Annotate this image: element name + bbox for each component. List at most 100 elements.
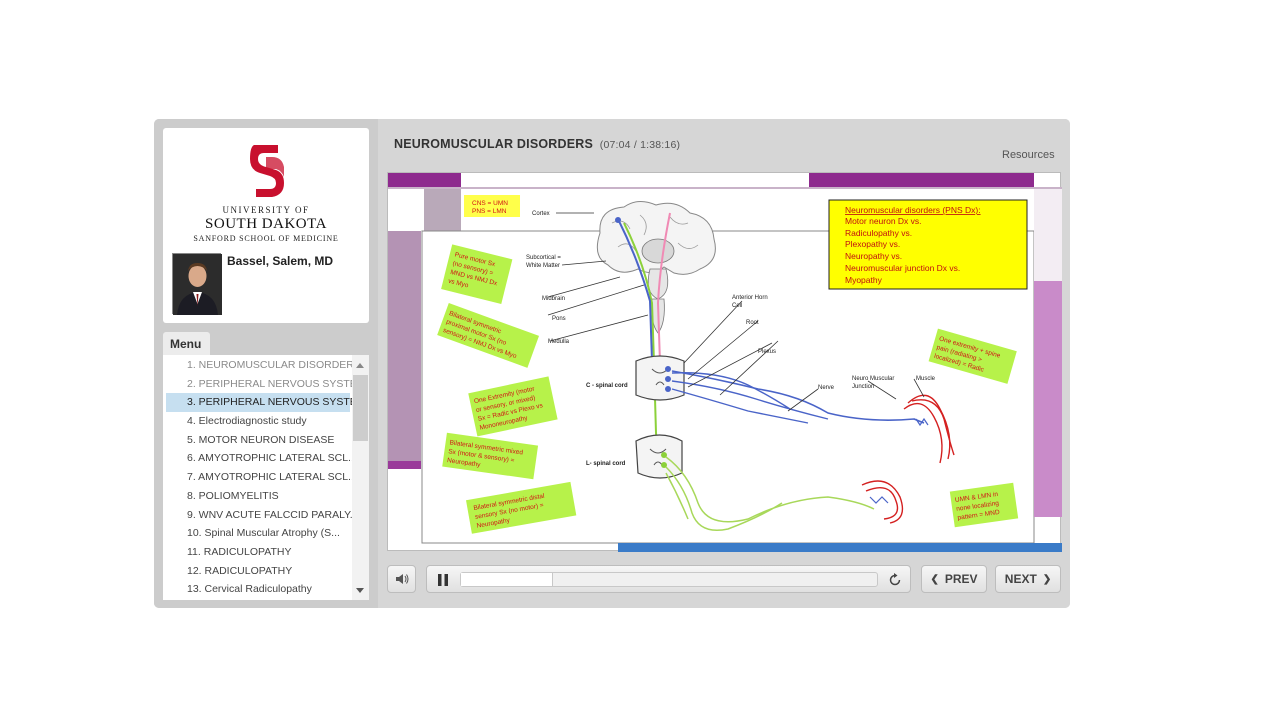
menu-item[interactable]: 11. RADICULOPATHY [187, 545, 292, 558]
speaker-icon [395, 574, 408, 584]
label-nmj-2: Junction [852, 384, 874, 390]
ddx-line-1: Motor neuron Dx vs. [845, 216, 922, 226]
label-subcortical-1: Subcortical = [526, 255, 561, 261]
brain-drawing [596, 201, 716, 334]
scroll-thumb[interactable] [353, 375, 368, 441]
label-nmj-1: Neuro Muscular [852, 376, 894, 382]
prev-label: PREV [944, 572, 978, 586]
note-bilateral-mixed: Bilateral symmetric mixed Sx (motor & se… [442, 432, 539, 480]
leader-lines-left [547, 212, 649, 342]
presenter-photo-icon [173, 254, 222, 315]
upper-nerve [671, 370, 925, 424]
leader-lines-right [683, 300, 779, 396]
presenter-avatar [172, 253, 222, 315]
note-bilateral-mixed-3: Neuropathy [447, 457, 482, 469]
scroll-down-icon[interactable] [356, 588, 364, 593]
menu-scrollbar[interactable] [352, 355, 369, 600]
chevron-right-icon: ❯ [1042, 573, 1052, 585]
ddx-line-5: Neuromuscular junction Dx vs. [845, 263, 960, 273]
menu-item[interactable]: 5. MOTOR NEURON DISEASE [187, 433, 335, 446]
slide-time: (07:04 / 1:38:16) [599, 139, 681, 151]
label-l-cord: L- spinal cord [586, 461, 626, 467]
green-tract [623, 222, 661, 474]
menu-item[interactable]: 13. Cervical Radiculopathy [187, 583, 312, 596]
volume-button[interactable] [387, 565, 416, 593]
frame-bottom-bar [618, 543, 1062, 552]
menu-item[interactable]: 9. WNV ACUTE FALCCID PARALY... [187, 508, 359, 521]
label-medulla: Medulla [548, 339, 570, 345]
note-bilateral-distal: Bilateral symmetric distal sensory Sx (n… [466, 481, 577, 534]
label-anterior-horn-2: Cell [732, 303, 742, 309]
replay-button[interactable] [888, 573, 902, 587]
ddx-line-2: Radiculopathy vs. [845, 228, 912, 238]
frame-right-strip [1034, 281, 1062, 517]
menu-item[interactable]: 3. PERIPHERAL NERVOUS SYSTEM [166, 393, 366, 413]
menu-item[interactable]: 8. POLIOMYELITIS [187, 489, 279, 502]
slide-diagram: Cortex Subcortical = White Matter Midbra… [388, 173, 1062, 552]
label-cortex: Cortex [532, 211, 550, 217]
course-player: UNIVERSITY OF SOUTH DAKOTA SANFORD SCHOO… [154, 119, 1070, 608]
label-plexus: Plexus [758, 349, 776, 355]
label-subcortical-2: White Matter [526, 263, 560, 269]
leader-lines-far [787, 378, 925, 412]
school-name: SANFORD SCHOOL OF MEDICINE [193, 234, 339, 243]
ddx-line-6: Myopathy [845, 275, 883, 285]
frame-left-accent [388, 461, 421, 469]
frame-block [424, 189, 461, 231]
seekbar-group [426, 565, 911, 593]
menu-item[interactable]: 7. AMYOTROPHIC LATERAL SCL... [187, 471, 357, 484]
frame-left-strip [388, 231, 421, 461]
label-anterior-horn-1: Anterior Horn [732, 295, 768, 301]
note-umn-lmn: UMN & LMN in none localizing pattern = M… [949, 482, 1019, 528]
playback-controls: ❮ PREV NEXT ❯ [387, 564, 1062, 596]
seek-bar[interactable] [460, 572, 878, 587]
usd-logo-icon [250, 145, 284, 197]
menu-item[interactable]: 6. AMYOTROPHIC LATERAL SCL... [187, 452, 357, 465]
label-nerve: Nerve [818, 385, 835, 391]
frame-right-block [1034, 189, 1062, 281]
c-spinal-cord [635, 355, 685, 401]
menu-list: 1. NEUROMUSCULAR DISORDERS 2. PERIPHERAL … [163, 355, 369, 600]
menu-item[interactable]: 1. NEUROMUSCULAR DISORDERS [187, 359, 361, 371]
note-cns-pns-1: CNS = UMN [472, 200, 508, 207]
pause-icon [438, 574, 448, 586]
presenter-name: Bassel, Salem, MD [227, 254, 334, 268]
label-muscle: Muscle [916, 376, 936, 382]
replay-icon [889, 573, 901, 586]
menu-item[interactable]: 2. PERIPHERAL NERVOUS SYSTEM [187, 377, 366, 390]
label-root: Root [746, 320, 759, 326]
label-midbrain: Midbrain [542, 296, 565, 302]
l-spinal-cord [635, 434, 683, 479]
note-cns-pns: CNS = UMN PNS = LMN [464, 195, 520, 217]
menu-item[interactable]: 4. Electrodiagnostic study [187, 415, 307, 428]
logo-card: UNIVERSITY OF SOUTH DAKOTA SANFORD SCHOO… [163, 128, 369, 323]
frame-bar-top-right [809, 173, 1034, 187]
next-button[interactable]: NEXT ❯ [995, 565, 1061, 593]
lumbar-nerves [665, 456, 875, 531]
menu-item[interactable]: 12. RADICULOPATHY [187, 564, 293, 577]
lower-muscle [861, 480, 904, 524]
slide-title: NEUROMUSCULAR DISORDERS (07:04 / 1:38:16… [394, 137, 680, 151]
note-pure-motor: Pure motor Sx (no sensory) = MND vs NMJ … [441, 244, 513, 305]
label-pons: Pons [552, 316, 566, 322]
prev-button[interactable]: ❮ PREV [921, 565, 987, 593]
plexus-nerves [671, 372, 829, 424]
slide-canvas: Cortex Subcortical = White Matter Midbra… [387, 172, 1062, 552]
pause-button[interactable] [437, 574, 449, 586]
note-cns-pns-2: PNS = LMN [472, 208, 507, 215]
ddx-line-4: Neuropathy vs. [845, 251, 902, 261]
university-name: SOUTH DAKOTA [205, 216, 327, 232]
ddx-yellow-box: Neuromuscular disorders (PNS Dx): Motor … [828, 199, 1028, 290]
ddx-heading: Neuromuscular disorders (PNS Dx): [845, 205, 981, 215]
cortex-neuron [615, 217, 621, 223]
menu-item[interactable]: 10. Spinal Muscular Atrophy (S... [187, 527, 340, 540]
note-pure-motor-4: vs Myo [447, 278, 469, 290]
menu-tab[interactable]: Menu [163, 332, 210, 355]
resources-link[interactable]: Resources [1002, 149, 1055, 161]
next-label: NEXT [1004, 572, 1037, 586]
pink-tract [656, 212, 671, 364]
frame-line [388, 187, 1062, 189]
scroll-up-icon[interactable] [356, 363, 364, 368]
university-of-label: UNIVERSITY OF [222, 205, 310, 215]
slide-title-text: NEUROMUSCULAR DISORDERS [394, 137, 594, 151]
